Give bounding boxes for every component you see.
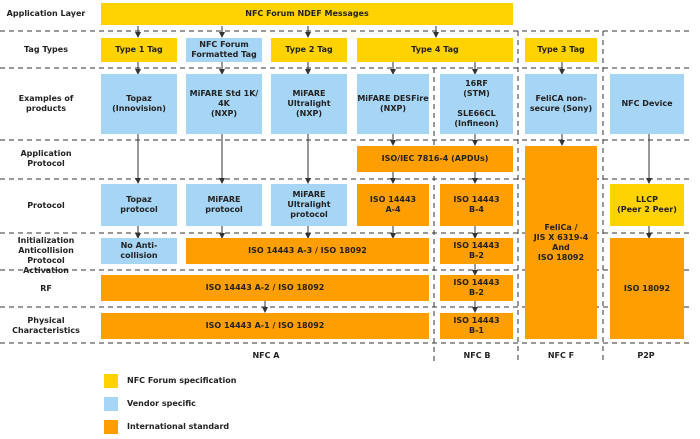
mifare-protocol-box: MiFARE protocol bbox=[186, 184, 262, 226]
column-label-nfc-a: NFC A bbox=[252, 351, 280, 360]
ndef-messages-box: NFC Forum NDEF Messages bbox=[101, 3, 513, 25]
legend-swatch-nfc-forum bbox=[104, 374, 118, 388]
row-label-tag-types: Tag Types bbox=[24, 45, 68, 54]
iso-14443-a4-box: ISO 14443 A-4 bbox=[357, 184, 429, 226]
iso-18092-box: ISO 18092 bbox=[610, 238, 684, 339]
legend-label-vendor: Vendor specific bbox=[127, 399, 196, 408]
llcp-box: LLCP (Peer 2 Peer) bbox=[610, 184, 684, 226]
type2-tag-box: Type 2 Tag bbox=[271, 38, 347, 62]
row-label-application-layer: Application Layer bbox=[6, 9, 86, 18]
type3-tag-box: Type 3 Tag bbox=[525, 38, 597, 62]
topaz-protocol-box: Topaz protocol bbox=[101, 184, 177, 226]
mifare-desfire-product-box: MiFARE DESFire (NXP) bbox=[357, 74, 429, 134]
nfc-device-box: NFC Device bbox=[610, 74, 684, 134]
apdu-box: ISO/IEC 7816-4 (APDUs) bbox=[357, 146, 513, 172]
mifare-ultralight-product-box: MiFARE Ultralight (NXP) bbox=[271, 74, 347, 134]
column-label-p2p: P2P bbox=[637, 351, 655, 360]
iso-14443-a1-box: ISO 14443 A-1 / ISO 18092 bbox=[101, 313, 429, 339]
iso-14443-b2-rf-box: ISO 14443 B-2 bbox=[440, 275, 513, 301]
row-label-examples: Examples of products bbox=[18, 94, 74, 113]
row-label-rf: RF bbox=[40, 284, 52, 293]
16rf-sle66cl-product-box: 16RF (STM) SLE66CL (Infineon) bbox=[440, 74, 513, 134]
type1-tag-box: Type 1 Tag bbox=[101, 38, 177, 62]
legend-label-international: International standard bbox=[127, 422, 230, 431]
no-anticollision-box: No Anti- collision bbox=[101, 238, 177, 264]
column-label-nfc-f: NFC F bbox=[547, 351, 575, 360]
legend-swatch-international bbox=[104, 420, 118, 434]
column-label-nfc-b: NFC B bbox=[463, 351, 491, 360]
iso-14443-a3-box: ISO 14443 A-3 / ISO 18092 bbox=[186, 238, 429, 264]
mifare-ultralight-protocol-box: MiFARE Ultralight protocol bbox=[271, 184, 347, 226]
felica-standard-box: FeliCa / JIS X 6319-4 And ISO 18092 bbox=[525, 146, 597, 339]
nfc-forum-formatted-tag-box: NFC Forum Formatted Tag bbox=[186, 38, 262, 62]
row-label-application-protocol: Application Protocol bbox=[20, 149, 72, 168]
mifare-std-product-box: MiFARE Std 1K/ 4K (NXP) bbox=[186, 74, 262, 134]
row-label-protocol: Protocol bbox=[27, 201, 65, 210]
legend-label-nfc-forum: NFC Forum specification bbox=[127, 376, 237, 385]
iso-14443-b2-init-box: ISO 14443 B-2 bbox=[440, 238, 513, 264]
felica-product-box: FeliCA non- secure (Sony) bbox=[525, 74, 597, 134]
iso-14443-b4-box: ISO 14443 B-4 bbox=[440, 184, 513, 226]
legend-swatch-vendor bbox=[104, 397, 118, 411]
row-label-init: Initialization Anticollision Protocol Ac… bbox=[17, 236, 75, 275]
flow-arrows bbox=[135, 26, 652, 313]
iso-14443-a2-box: ISO 14443 A-2 / ISO 18092 bbox=[101, 275, 429, 301]
row-label-physical: Physical Characteristics bbox=[12, 316, 80, 335]
topaz-product-box: Topaz (Innovision) bbox=[101, 74, 177, 134]
type4-tag-box: Type 4 Tag bbox=[357, 38, 513, 62]
iso-14443-b1-box: ISO 14443 B-1 bbox=[440, 313, 513, 339]
